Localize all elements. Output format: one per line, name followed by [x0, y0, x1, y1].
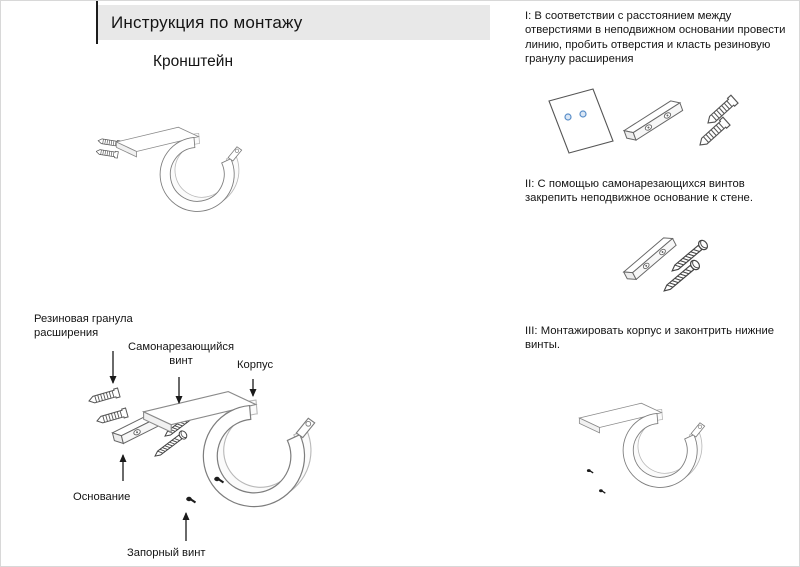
exploded-lock-screw-2 [185, 495, 197, 504]
wall-plate-drawing [548, 88, 614, 154]
step1-illustration [548, 88, 739, 154]
header: Инструкция по монтажу [98, 5, 490, 40]
bracket-screw-left-bottom [96, 147, 119, 159]
exploded-body [143, 391, 316, 508]
step3-lock-screw-2 [598, 488, 606, 494]
step2-base [617, 233, 682, 284]
exploded-dowel-1 [87, 387, 121, 406]
step1-base [619, 97, 688, 144]
product-subtitle: Кронштейн [152, 53, 234, 70]
exploded-dowel-2 [95, 407, 129, 426]
step3-illustration [578, 402, 706, 494]
bracket-body-drawing [115, 126, 243, 212]
wall-hole-1 [564, 113, 572, 121]
label-body: Корпус [237, 359, 274, 371]
header-accent-line [96, 1, 98, 44]
step3-bracket [578, 402, 706, 488]
label-self-tapping-screw: Самонарезающийся винт [127, 341, 235, 367]
wall-hole-2 [579, 110, 587, 118]
step2-text: II: С помощью самонарезающихся винтов за… [525, 178, 753, 205]
exploded-diagram-illustration [87, 351, 316, 541]
label-lock-screw: Запорный винт [127, 547, 206, 559]
label-expansion-dowel: Резиновая гранула расширения [34, 313, 133, 339]
step2-illustration [617, 233, 710, 296]
step1-text: I: В соответствии с расстоянием между от… [525, 10, 786, 66]
page-title: Инструкция по монтажу [111, 12, 303, 32]
bracket-illustration [96, 126, 243, 212]
step3-text: III: Монтажировать корпус и законтрить н… [525, 325, 775, 352]
step3-lock-screw-1 [586, 468, 594, 474]
label-base: Основание [73, 491, 131, 503]
